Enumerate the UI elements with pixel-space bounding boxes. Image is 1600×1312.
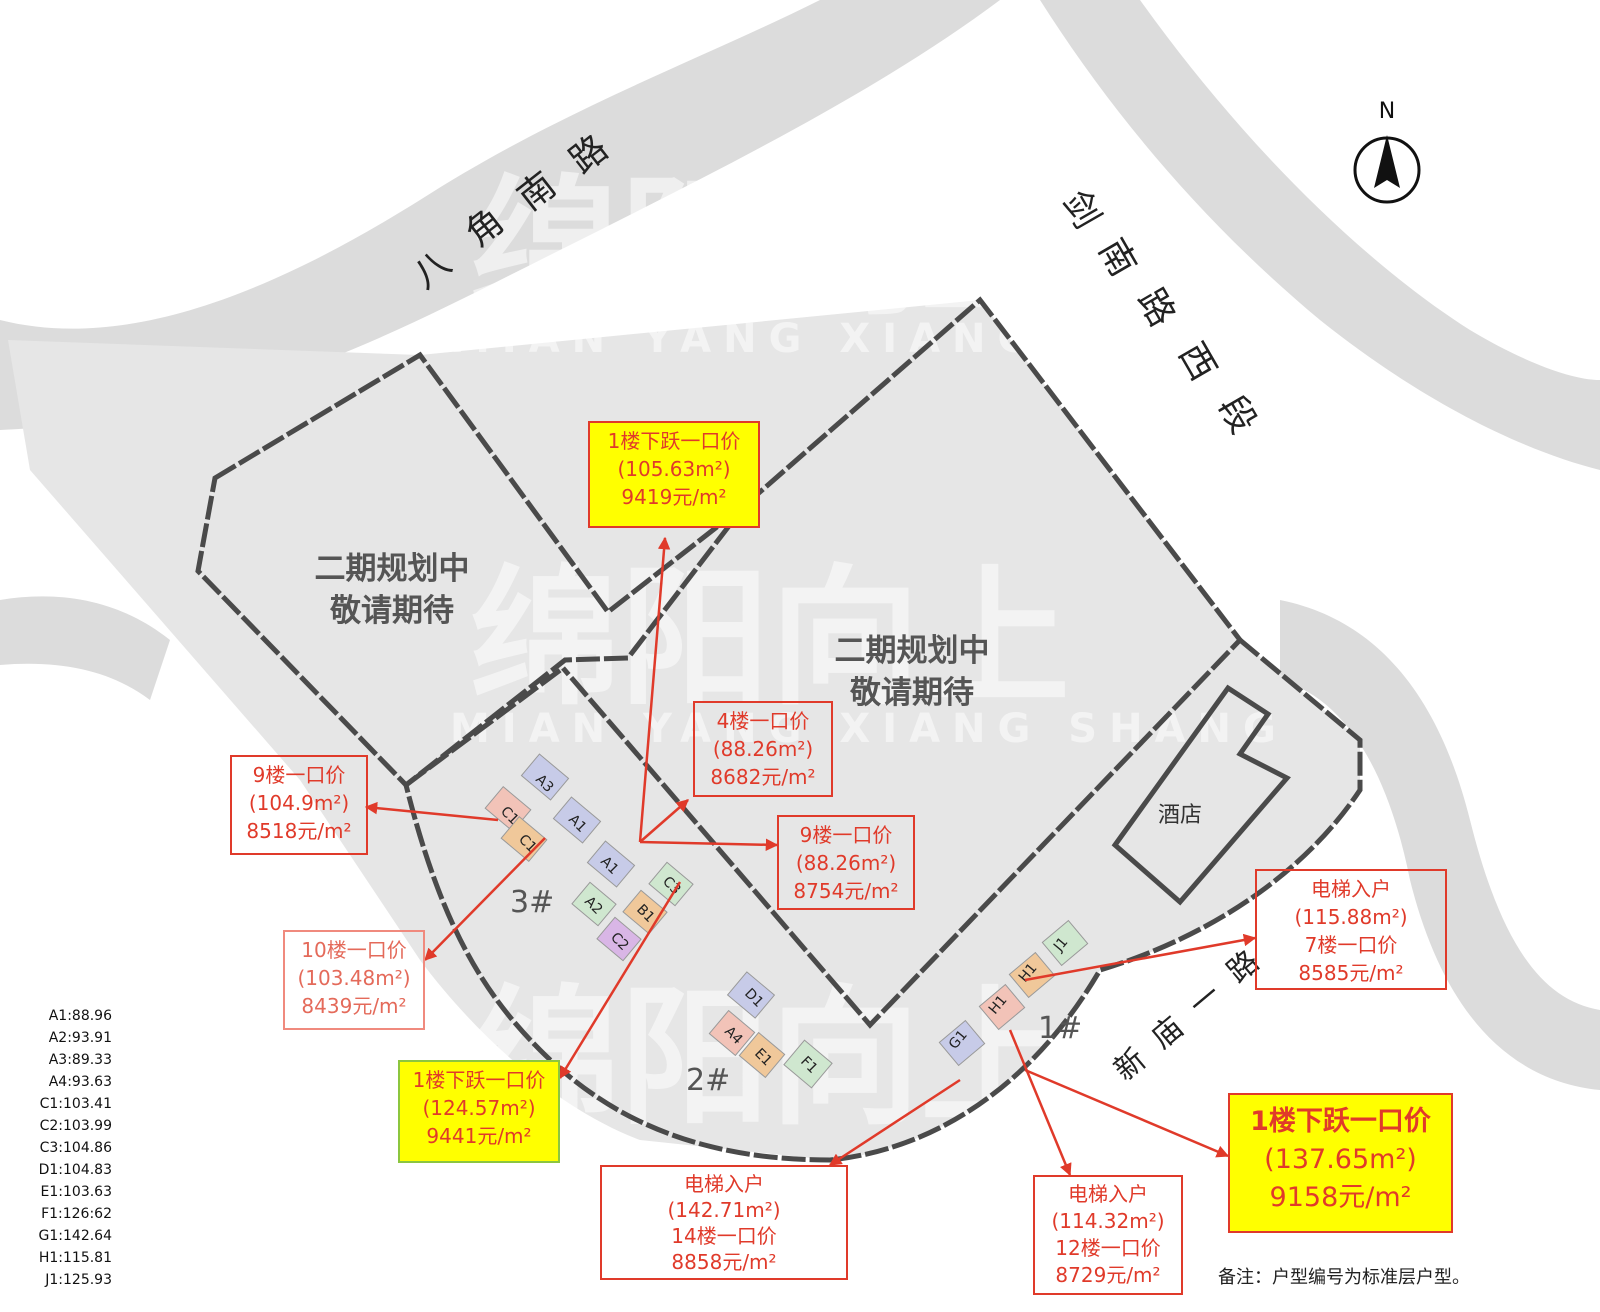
legend-item: A2:93.91 — [48, 1030, 112, 1046]
price-box-featured: 1楼下跃一口价(137.65m²)9158元/m² — [1228, 1093, 1453, 1233]
plan-area-label: 二期规划中 敬请期待 — [314, 551, 470, 629]
legend-item: A4:93.63 — [48, 1074, 112, 1090]
road-char: 新 — [1108, 1042, 1153, 1088]
road-char: 南 — [1090, 232, 1144, 284]
footnote: 备注：户型编号为标准层户型。 — [1218, 1267, 1470, 1288]
legend-item: C1:103.41 — [39, 1096, 112, 1112]
legend-item: G1:142.64 — [38, 1228, 112, 1244]
north-arrow-icon — [1374, 135, 1400, 188]
price-box: 4楼一口价(88.26m²)8682元/m² — [693, 701, 833, 797]
road-char: 庙 — [1145, 1010, 1190, 1056]
svg-text:绵阳向上: 绵阳向上 — [470, 162, 1070, 336]
boundary-west-plan — [195, 351, 747, 789]
svg-text:绵阳向上: 绵阳向上 — [470, 552, 1070, 726]
leader-arrows — [364, 536, 1257, 1177]
building-1-footprint — [938, 919, 1089, 1067]
legend-item: A3:89.33 — [48, 1052, 112, 1068]
building-3-footprint — [484, 753, 694, 962]
hotel-label: 酒店 — [1158, 803, 1202, 828]
svg-text:MIAN YANG XIANG SHANG: MIAN YANG XIANG SHANG — [450, 316, 1288, 362]
legend-item: A1:88.96 — [48, 1008, 112, 1024]
legend-item: F1:126:62 — [41, 1206, 112, 1222]
price-box: 9楼一口价(88.26m²)8754元/m² — [777, 815, 915, 910]
price-box: 9楼一口价(104.9m²)8518元/m² — [230, 755, 368, 855]
site-area — [8, 300, 1360, 1160]
plan-area-label: 二期规划中 敬请期待 — [834, 633, 990, 711]
background-roads — [0, 0, 1600, 1090]
price-box: 10楼一口价(103.48m²)8439元/m² — [283, 930, 425, 1030]
building-label-2: 2# — [686, 1063, 730, 1098]
compass-letter: N — [1379, 99, 1395, 124]
legend-item: C3:104.86 — [39, 1140, 112, 1156]
unit-area-legend: A1:88.96 A2:93.91 A3:89.33 A4:93.63 C1:1… — [20, 1005, 112, 1291]
legend-item: E1:103.63 — [40, 1184, 112, 1200]
building-label-1: 1# — [1038, 1011, 1082, 1046]
legend-item: J1:125.93 — [45, 1272, 112, 1288]
road-char: 段 — [1210, 389, 1264, 441]
legend-item: C2:103.99 — [39, 1118, 112, 1134]
legend-item: D1:104.83 — [38, 1162, 112, 1178]
price-box: 1楼下跃一口价(124.57m²)9441元/m² — [398, 1060, 560, 1163]
building-2-footprint — [708, 971, 833, 1089]
north-compass: N — [1353, 99, 1421, 204]
hotel: 酒店 — [1111, 684, 1291, 906]
legend-item: H1:115.81 — [38, 1250, 112, 1266]
road-char: 一 — [1183, 977, 1228, 1023]
building-label-3: 3# — [510, 885, 554, 920]
price-box: 1楼下跃一口价(105.63m²)9419元/m² — [588, 421, 760, 528]
